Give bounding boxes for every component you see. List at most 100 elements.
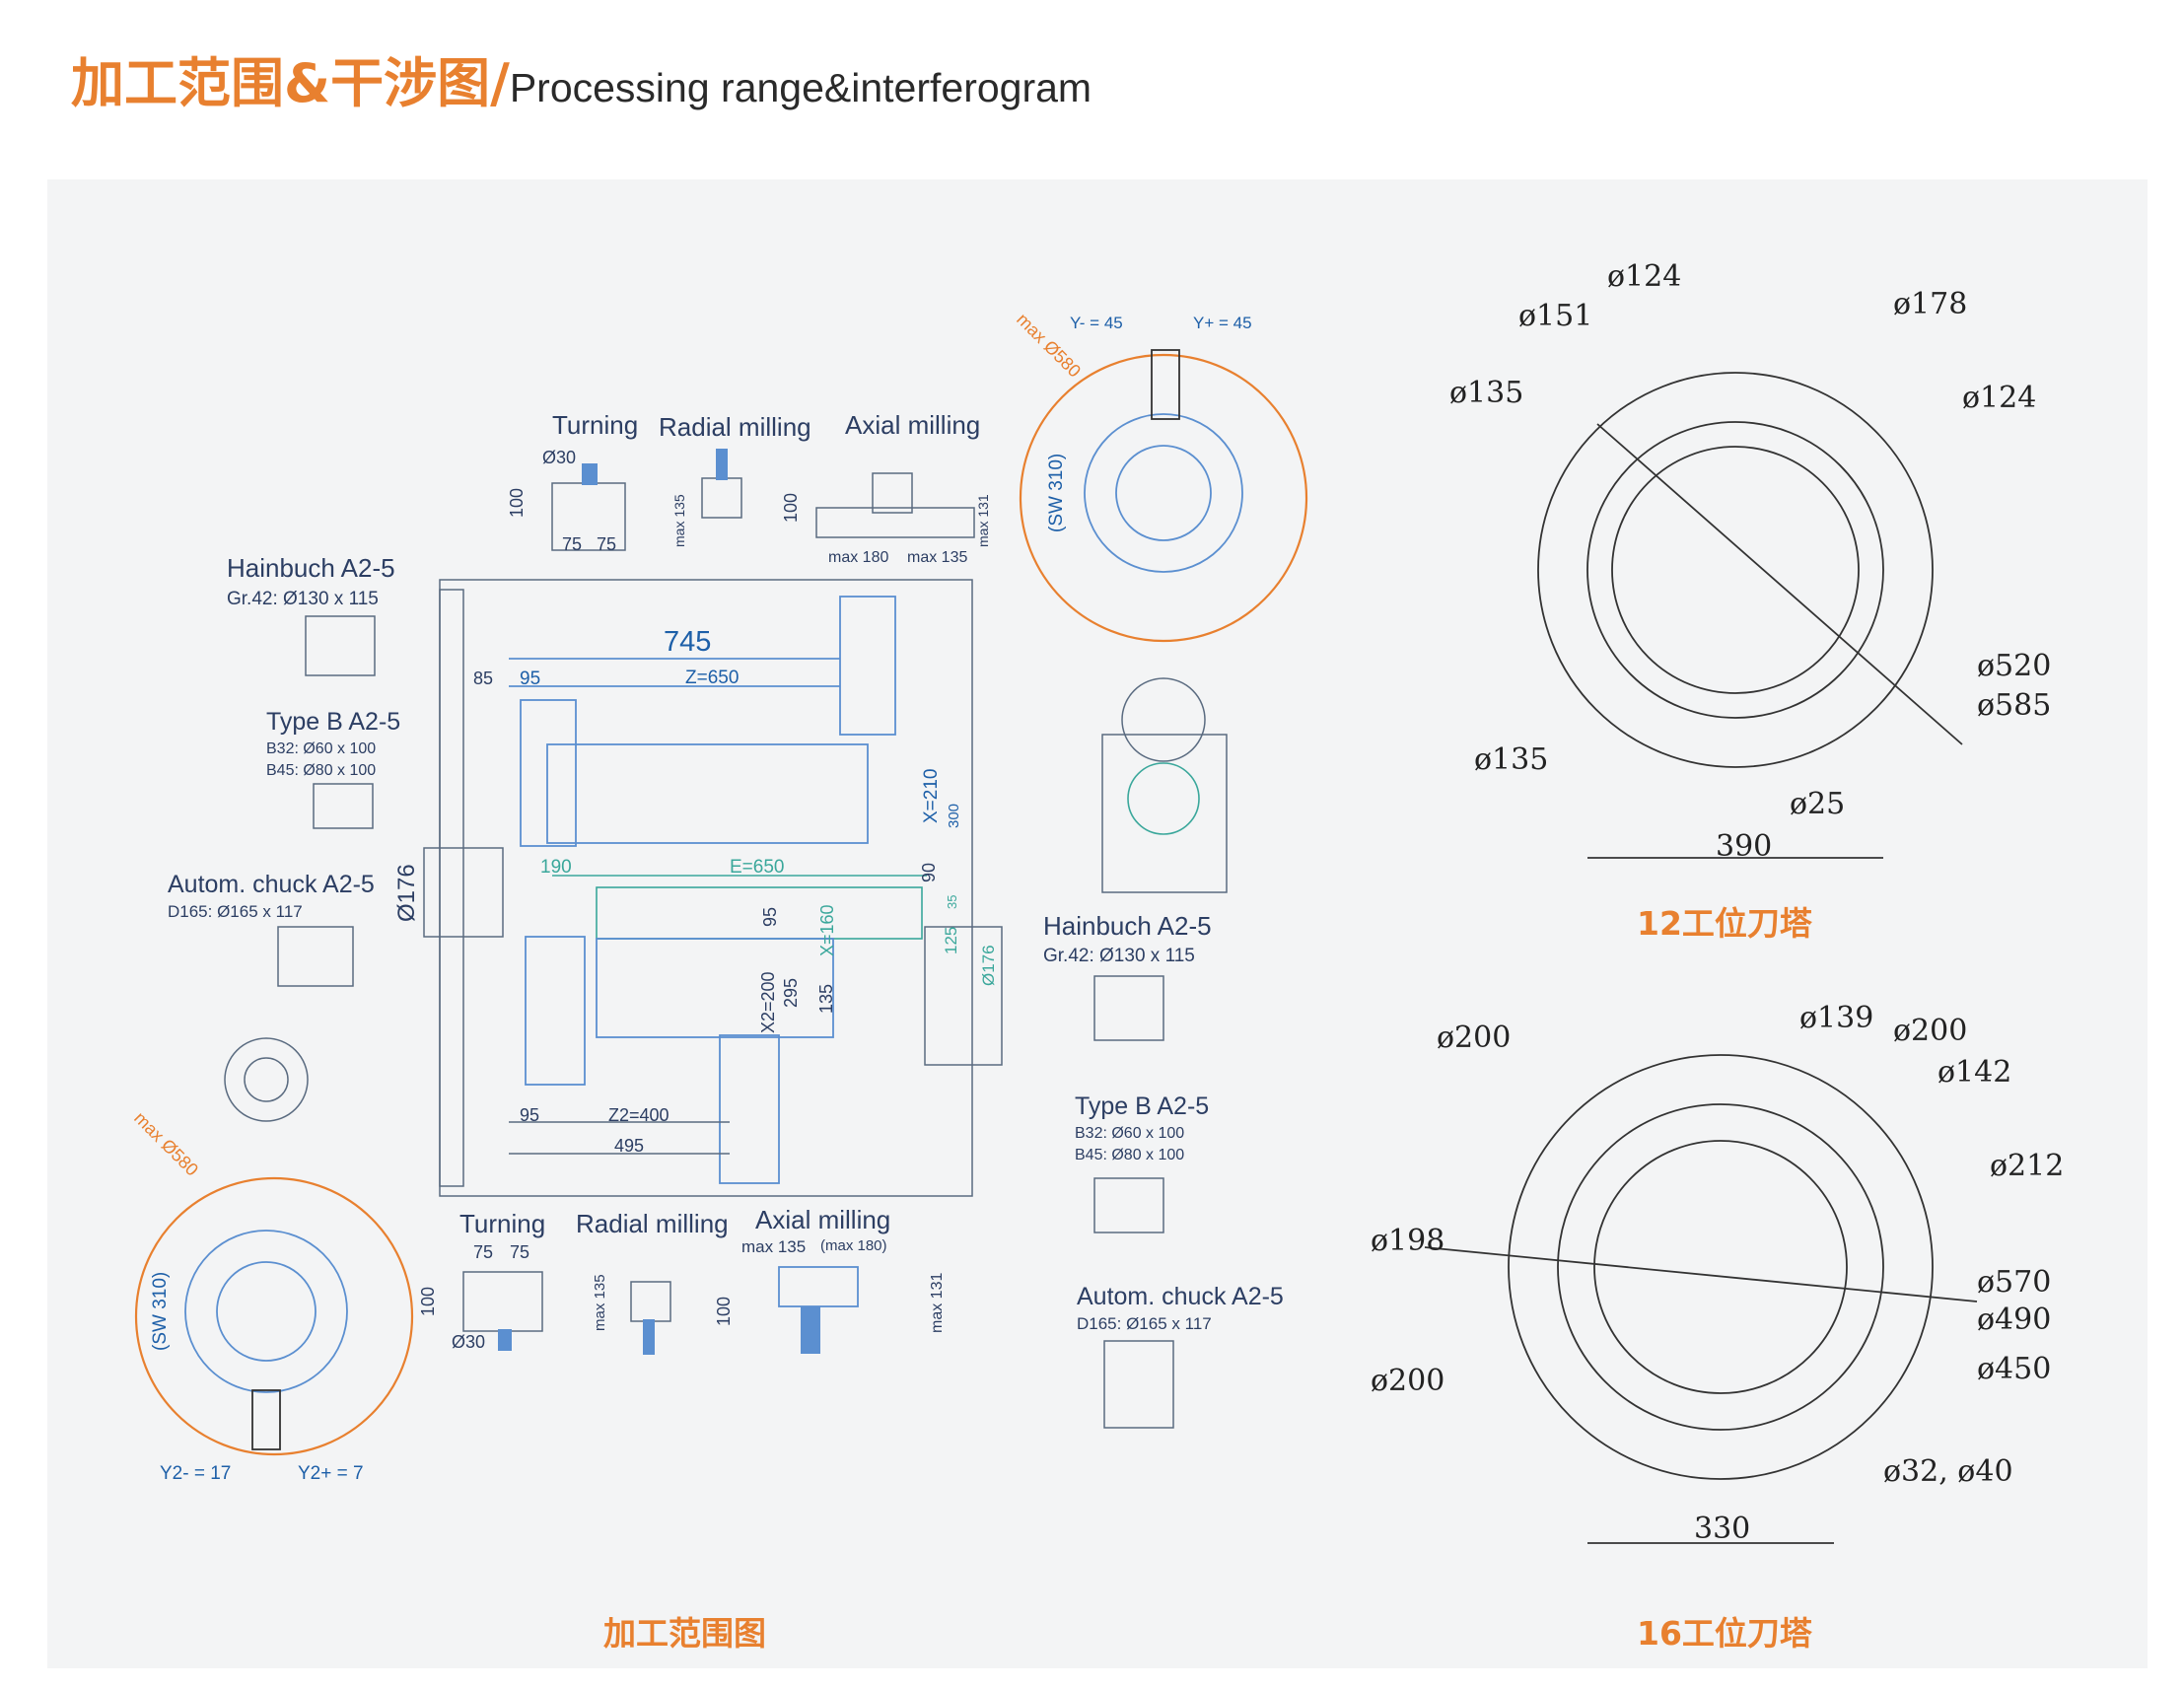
t12-d135a: ø135 — [1449, 376, 1523, 410]
top-tool-icons: Turning Radial milling Axial milling Ø30… — [507, 410, 991, 566]
right-autom-spec: D165: Ø165 x 117 — [1077, 1314, 1212, 1333]
dim-e650: E=650 — [730, 857, 784, 878]
dim-745: 745 — [664, 626, 711, 658]
t12-d25: ø25 — [1790, 787, 1845, 821]
bottom-max135b: max 135 — [741, 1237, 806, 1256]
top-turret-sw: (SW 310) — [1046, 454, 1067, 532]
dim-z2-400: Z2=400 — [608, 1105, 669, 1125]
main-spindle — [423, 847, 504, 938]
dim-125: 125 — [942, 927, 960, 954]
bottom-axial-label: Axial milling — [755, 1205, 890, 1234]
dim-135: 135 — [816, 984, 836, 1014]
top-axial-body — [872, 472, 913, 514]
top-turret-sub-spindle — [1121, 677, 1206, 762]
t12-d585: ø585 — [1977, 688, 2051, 723]
tool-block-lower — [525, 936, 586, 1086]
bottom-turret-sw: (SW 310) — [150, 1272, 171, 1351]
bottom-turret-inner — [216, 1261, 317, 1362]
dim-95: 95 — [520, 669, 540, 689]
right-hainbuch: Hainbuch A2-5 — [1043, 911, 1212, 941]
bottom-turning-insert — [498, 1329, 512, 1351]
dim-35: 35 — [945, 895, 959, 909]
left-typeb-chuck — [313, 783, 374, 829]
right-hainbuch-spec: Gr.42: Ø130 x 115 — [1043, 946, 1195, 966]
bottom-turret-y2plus: Y2+ = 7 — [298, 1463, 364, 1484]
bottom-turret-max580: max Ø580 — [130, 1108, 202, 1180]
left-hainbuch: Hainbuch A2-5 — [227, 553, 395, 583]
bottom-max180: (max 180) — [820, 1237, 887, 1254]
top-turret-max-circle — [1019, 353, 1308, 643]
left-hainbuch-chuck — [305, 615, 376, 676]
right-typeb-b32: B32: Ø60 x 100 — [1075, 1125, 1184, 1142]
t16-d200a: ø200 — [1437, 1021, 1511, 1055]
top-w75b: 75 — [597, 534, 616, 554]
top-h100a: 100 — [507, 488, 527, 518]
tool-block-bottom — [719, 1034, 780, 1184]
bottom-h100b: 100 — [714, 1297, 734, 1326]
dim-85: 85 — [473, 669, 493, 688]
processing-caption: 加工范围图 — [603, 1614, 766, 1653]
dim-95b: 95 — [760, 907, 780, 927]
t12-d124a: ø124 — [1607, 259, 1681, 294]
left-hainbuch-spec: Gr.42: Ø130 x 115 — [227, 589, 379, 609]
bottom-axial-insert — [801, 1306, 820, 1354]
top-h100b: 100 — [781, 493, 801, 523]
t12-d178: ø178 — [1893, 287, 1967, 321]
top-d30: Ø30 — [542, 448, 576, 467]
t16-d490: ø490 — [1977, 1303, 2051, 1337]
dim-190: 190 — [540, 857, 572, 878]
bottom-turret-tool — [251, 1389, 281, 1450]
turret12-outer — [1537, 372, 1934, 768]
spindle-bar — [439, 589, 464, 1187]
left-autom-chuck — [277, 926, 354, 987]
top-turret-inner — [1115, 445, 1212, 541]
dim-90: 90 — [919, 863, 939, 882]
bottom-max131: max 131 — [929, 1273, 946, 1333]
turret16-leader — [1424, 1246, 1978, 1303]
dim-d176b: Ø176 — [979, 945, 998, 986]
dim-495: 495 — [614, 1136, 644, 1156]
top-turret-chuck — [1127, 762, 1200, 835]
t16-d32-40: ø32, ø40 — [1883, 1454, 2013, 1489]
bottom-radial-label: Radial milling — [576, 1209, 729, 1238]
tool-block-top — [839, 596, 896, 736]
top-turning-insert — [582, 463, 598, 485]
bottom-turning-label: Turning — [459, 1209, 545, 1238]
bottom-w75a: 75 — [473, 1242, 493, 1262]
top-w75a: 75 — [562, 534, 582, 554]
top-axial-tool — [815, 507, 975, 538]
top-max135b: max 135 — [907, 549, 967, 566]
bottom-radial-tool — [630, 1281, 671, 1322]
title-cn: 加工范围&干涉图/ — [71, 52, 510, 114]
turret16-outer — [1508, 1054, 1934, 1480]
bottom-h100: 100 — [418, 1287, 438, 1316]
bottom-turret: max Ø580 (SW 310) Y2- = 17 Y2+ = 7 — [130, 1108, 414, 1484]
right-chuck-list: Hainbuch A2-5 Gr.42: Ø130 x 115 Type B A… — [1043, 911, 1284, 1429]
dim-300: 300 — [946, 804, 962, 828]
top-max180: max 180 — [828, 549, 888, 566]
t16-d450: ø450 — [1977, 1352, 2051, 1386]
top-turret-yplus: Y+ = 45 — [1193, 314, 1252, 332]
left-chuck-front-inner — [244, 1057, 289, 1102]
dim-z650: Z=650 — [685, 668, 739, 688]
turret12-drawing: ø124 ø151 ø178 ø135 ø124 ø520 ø585 ø135 … — [1449, 259, 2051, 864]
turret12-mid — [1586, 421, 1884, 719]
left-typeb-b32: B32: Ø60 x 100 — [266, 740, 376, 757]
turret16-caption: 16工位刀塔 — [1637, 1614, 1812, 1653]
t16-d200b: ø200 — [1893, 1014, 1967, 1048]
dim-95c: 95 — [520, 1105, 539, 1125]
turret12-inner — [1611, 446, 1860, 694]
zone-x210 — [546, 743, 869, 844]
processing-range-drawing: 745 85 95 Z=650 190 E=650 95 Z2=400 495 … — [393, 579, 1003, 1197]
left-chuck-list: Hainbuch A2-5 Gr.42: Ø130 x 115 Type B A… — [168, 553, 400, 1122]
left-typeb: Type B A2-5 — [266, 708, 400, 736]
left-typeb-b45: B45: Ø80 x 100 — [266, 762, 376, 779]
turret16-drawing: ø200 ø139 ø200 ø142 ø212 ø198 ø570 ø490 … — [1371, 1001, 2064, 1546]
top-axial-label: Axial milling — [845, 410, 980, 440]
t12-d520: ø520 — [1977, 649, 2051, 683]
dim-d176: Ø176 — [393, 864, 420, 922]
dim-x160: X=160 — [817, 904, 837, 956]
turret16-inner — [1593, 1140, 1848, 1394]
t16-d198: ø198 — [1371, 1224, 1444, 1258]
